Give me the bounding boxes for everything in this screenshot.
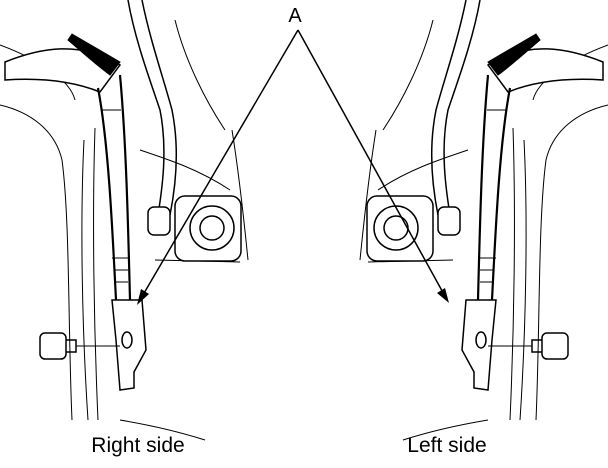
right-mounting-bolt [39,332,120,360]
callout-a: A [137,5,449,305]
callout-a-leader-left [297,29,447,299]
left-side-view [359,0,608,441]
left-brake-hose [476,74,512,301]
callout-a-label: A [288,5,302,27]
callout-a-arrowhead-left [437,288,449,303]
caption-right-side: Right side [91,434,184,457]
callout-a-arrowhead-right [137,289,149,305]
right-hose-boot [4,33,122,93]
right-frame-contours [0,19,249,441]
right-brake-hose [96,74,132,301]
right-side-view [0,0,249,441]
right-bracket [111,257,147,391]
left-bushing-mount [366,195,461,262]
left-hose-boot [486,33,604,93]
right-brake-line [127,0,177,216]
caption-left-side: Left side [407,434,486,457]
right-bushing-mount [147,195,242,262]
left-bracket [461,257,497,391]
left-mounting-bolt [488,332,569,360]
callout-a-leader-right [139,29,299,301]
left-brake-line [431,0,481,216]
